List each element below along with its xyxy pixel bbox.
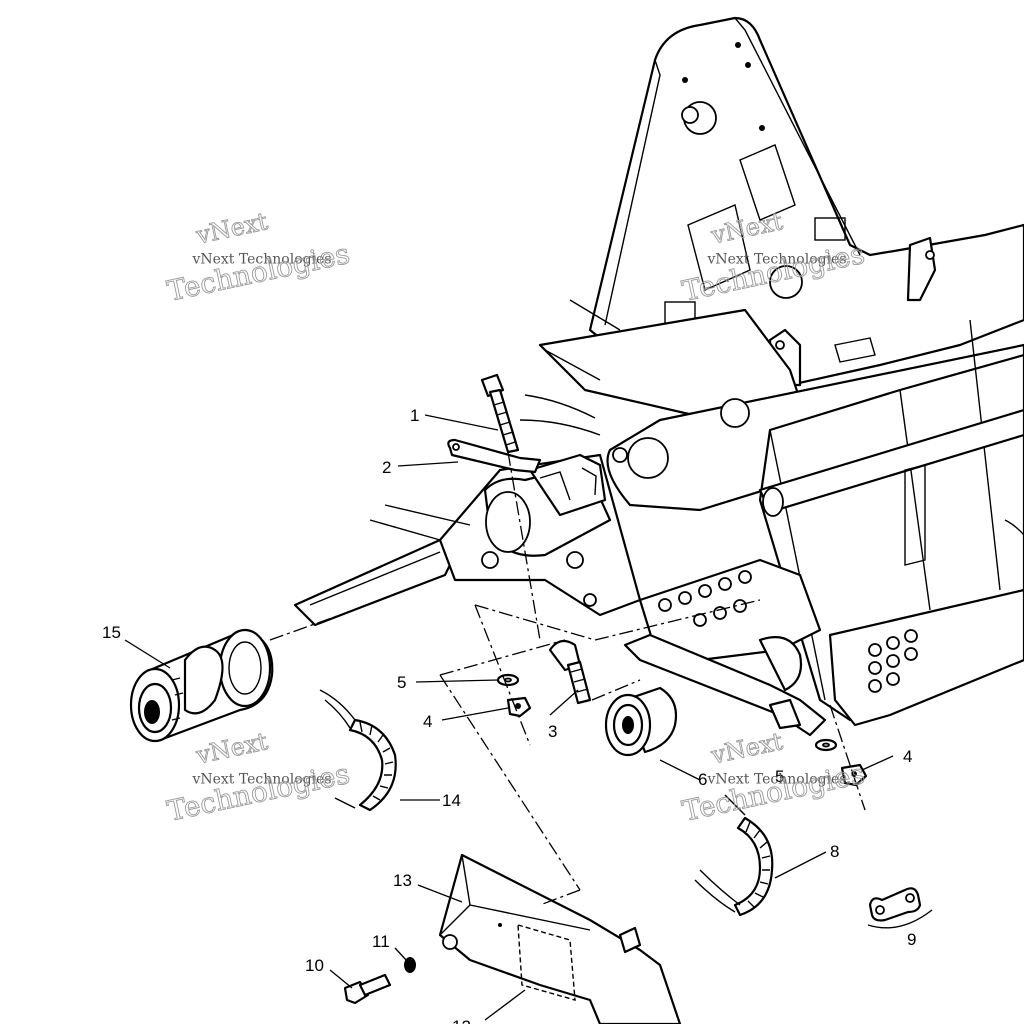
chain-part-8: [694, 794, 774, 917]
callout-13: 13: [393, 871, 412, 890]
watermark-top-left: vNext vNext Technologies Technologies: [164, 207, 353, 309]
watermark-line1: vNext: [193, 207, 271, 250]
callout-15: 15: [102, 623, 121, 642]
watermark-line3: Technologies: [164, 757, 352, 828]
clip-part-2: [447, 438, 542, 474]
roller-part-6: [604, 686, 678, 757]
callout-5-right: 5: [775, 767, 784, 786]
sprocket-part-15: [129, 628, 274, 743]
left-bracket: [293, 453, 642, 627]
leader-lines: [124, 414, 894, 1021]
callout-9: 9: [907, 930, 916, 949]
chain-part-14: [319, 689, 397, 812]
washer-nut-right: [814, 738, 868, 787]
cap-screw-part-10: [343, 973, 392, 1005]
watermark-line3: Technologies: [679, 757, 867, 828]
callout-5-left: 5: [397, 673, 406, 692]
callout-2: 2: [382, 458, 391, 477]
watermark-line2: vNext Technologies: [191, 251, 331, 267]
watermark-line2: vNext Technologies: [706, 771, 846, 787]
callout-labels: 1 2 3 4 5 4 5 6 8 9 10 11 12 13 14 15: [102, 406, 916, 1024]
watermark-line3: Technologies: [164, 237, 352, 308]
t-bolt-part-3: [548, 639, 592, 705]
alignment-lines: [269, 451, 866, 906]
callout-11: 11: [372, 932, 390, 951]
watermark-line1: vNext: [193, 727, 271, 770]
callout-8: 8: [830, 842, 839, 861]
washer-nut-left: [496, 673, 532, 718]
callout-12: 12: [452, 1017, 471, 1024]
front-cage: [758, 319, 1024, 727]
watermark-line2: vNext Technologies: [706, 251, 846, 267]
lower-rail: [623, 558, 827, 737]
chain-guard-part-13: [438, 853, 682, 1024]
callout-4-left: 4: [423, 712, 432, 731]
watermark-line1: vNext: [708, 727, 786, 770]
callout-14: 14: [442, 791, 461, 810]
connecting-link-part-9: [867, 887, 933, 929]
callout-3: 3: [548, 722, 557, 741]
frame-upright: [588, 16, 1024, 402]
watermark-line2: vNext Technologies: [191, 771, 331, 787]
bolt-part-1: [480, 373, 520, 454]
callout-4-right: 4: [903, 747, 912, 766]
callout-1: 1: [410, 406, 419, 425]
callout-6: 6: [698, 770, 707, 789]
callout-10: 10: [305, 956, 324, 975]
